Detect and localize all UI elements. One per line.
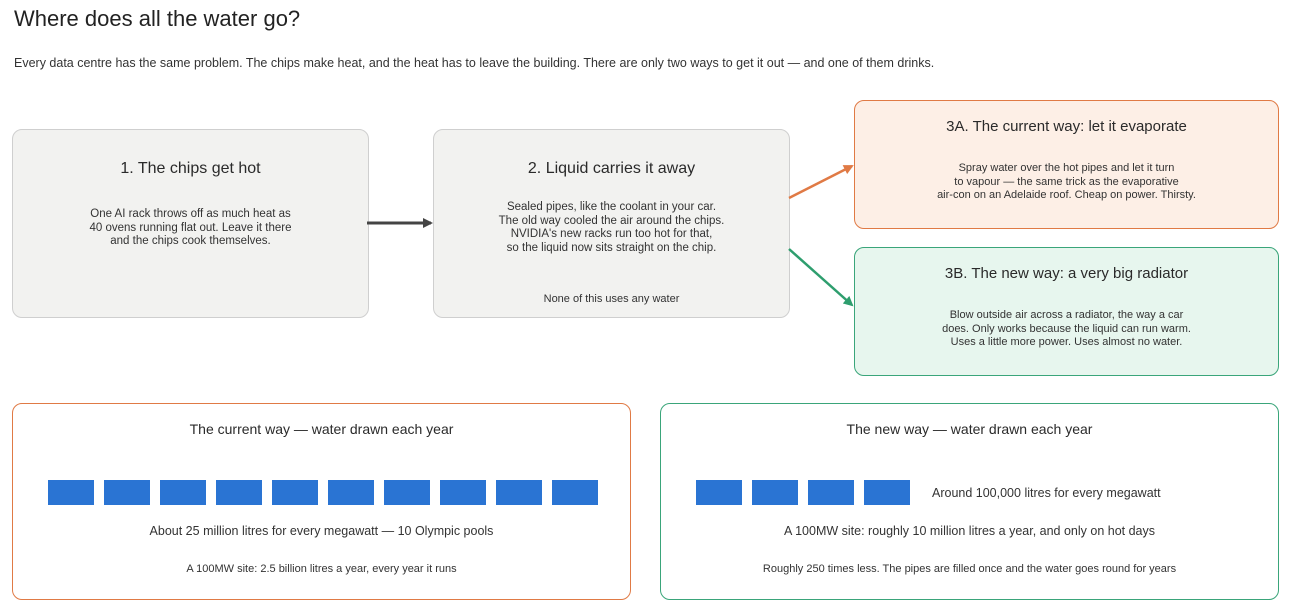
water-block xyxy=(552,480,598,505)
step-3b-body: Blow outside air across a radiator, the … xyxy=(942,309,1191,348)
current-way-line: About 25 million litres for every megawa… xyxy=(149,524,494,538)
step-1-title: 1. The chips get hot xyxy=(120,160,261,177)
water-block xyxy=(384,480,430,505)
step-3a-title: 3A. The current way: let it evaporate xyxy=(946,118,1187,135)
water-block xyxy=(808,480,854,505)
water-block xyxy=(696,480,742,505)
arrow-step2-to-step3a xyxy=(788,164,854,200)
new-way-panel: The new way — water drawn each year Arou… xyxy=(660,403,1279,600)
current-way-panel: The current way — water drawn each year … xyxy=(12,403,631,600)
step-1-body: One AI rack throws off as much heat as 4… xyxy=(89,208,292,247)
current-way-title: The current way — water drawn each year xyxy=(189,421,454,437)
water-block xyxy=(48,480,94,505)
water-block xyxy=(328,480,374,505)
step-2-box: 2. Liquid carries it away Sealed pipes, … xyxy=(433,129,790,318)
water-block xyxy=(160,480,206,505)
step-3b-title: 3B. The new way: a very big radiator xyxy=(944,265,1189,282)
water-block xyxy=(496,480,542,505)
new-way-blocks xyxy=(696,480,910,505)
water-block xyxy=(864,480,910,505)
new-way-block-label: Around 100,000 litres for every megawatt xyxy=(932,486,1161,500)
arrow-step2-to-step3b xyxy=(788,248,854,307)
water-block xyxy=(440,480,486,505)
water-block xyxy=(752,480,798,505)
step-2-title: 2. Liquid carries it away xyxy=(527,160,696,177)
new-way-small: Roughly 250 times less. The pipes are fi… xyxy=(762,563,1177,575)
step-3b-box: 3B. The new way: a very big radiator Blo… xyxy=(854,247,1279,376)
new-way-title: The new way — water drawn each year xyxy=(846,421,1093,437)
page-subtitle: Every data centre has the same problem. … xyxy=(14,56,935,70)
current-way-small: A 100MW site: 2.5 billion litres a year,… xyxy=(186,563,457,575)
water-block xyxy=(216,480,262,505)
step-2-body: Sealed pipes, like the coolant in your c… xyxy=(498,201,725,254)
current-way-blocks xyxy=(48,480,598,505)
step-3a-body: Spray water over the hot pipes and let i… xyxy=(937,162,1196,201)
water-block xyxy=(272,480,318,505)
step-1-box: 1. The chips get hot One AI rack throws … xyxy=(12,129,369,318)
step-3a-box: 3A. The current way: let it evaporate Sp… xyxy=(854,100,1279,229)
water-block xyxy=(104,480,150,505)
page-title: Where does all the water go? xyxy=(14,6,301,31)
new-way-line: A 100MW site: roughly 10 million litres … xyxy=(783,524,1156,538)
step-2-note: None of this uses any water xyxy=(543,293,680,305)
